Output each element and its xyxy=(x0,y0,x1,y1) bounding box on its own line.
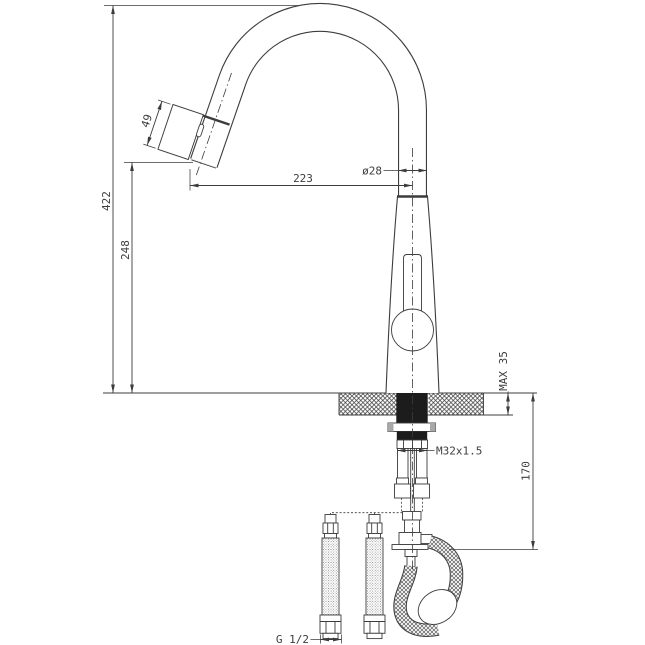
spray-head: 49 xyxy=(137,99,230,169)
spray-head-length-label: 49 xyxy=(139,113,156,130)
lower-fitting-upper xyxy=(404,549,418,557)
body-right-edge xyxy=(426,196,440,394)
hose1-end-cap xyxy=(322,632,339,640)
nozzle-end-edge xyxy=(191,159,217,169)
spray-button xyxy=(196,123,205,138)
coupling-body xyxy=(404,519,420,533)
tee-fitting xyxy=(398,532,422,545)
deck-hatch-left xyxy=(339,393,397,415)
supply-hose-1 xyxy=(319,514,342,640)
hose-thread-label: G 1/2 xyxy=(276,633,309,645)
gooseneck-spout xyxy=(190,2,428,198)
washer-end-right xyxy=(430,423,436,432)
dimension-annotations: 422 248 223 ø28 MAX 35 M32x1.5 170 G 1/2 xyxy=(99,5,538,645)
pulldown-hose-assembly xyxy=(393,535,464,637)
centerlines xyxy=(195,72,413,572)
threaded-shank-lower xyxy=(396,431,428,441)
hose2-end-cap xyxy=(366,632,383,640)
hose-counterweight xyxy=(417,589,458,625)
hose2-ferrule xyxy=(368,514,381,524)
spout-reach-label: 223 xyxy=(293,172,313,185)
connector-neck-right xyxy=(415,477,428,485)
mounting-washer xyxy=(387,422,436,432)
below-deck-depth-label: 170 xyxy=(520,461,533,481)
coupling-nut xyxy=(402,511,422,521)
supply-tube-left xyxy=(397,448,409,479)
connector-neck-left xyxy=(396,477,409,485)
spray-head-axis-centerline xyxy=(195,72,232,177)
connector-block-left xyxy=(394,483,411,499)
hose1-braided-body xyxy=(321,537,340,616)
hose2-bottom-nut xyxy=(363,614,386,634)
hose1-ring xyxy=(324,533,337,539)
center-hose-fittings xyxy=(391,511,433,567)
lower-fitting-stem xyxy=(406,556,416,567)
spout-diameter-label: ø28 xyxy=(362,165,382,178)
connector-block-right xyxy=(413,483,430,499)
hose2-top-nut xyxy=(366,522,383,534)
supply-tubes xyxy=(330,448,430,515)
hose1-ferrule xyxy=(324,514,337,524)
spout-height-label: 248 xyxy=(119,240,132,260)
hose1-nut-facets xyxy=(327,523,334,534)
body-left-edge xyxy=(385,196,399,394)
spout-tube-fill xyxy=(191,4,426,197)
deck-hatch-right xyxy=(428,393,484,415)
spray-head-seam xyxy=(202,114,230,126)
deck-edges xyxy=(338,393,484,415)
supply-tube-right xyxy=(416,448,428,479)
hose2-ring xyxy=(368,533,381,539)
supply-hose-2 xyxy=(363,514,386,640)
hose2-braided-body xyxy=(365,537,384,616)
head-extension-lines xyxy=(143,99,171,149)
overall-height-label: 422 xyxy=(100,191,113,211)
hose-guide-flange xyxy=(391,544,429,550)
washer-end-left xyxy=(388,423,394,432)
hose-thread-extensions xyxy=(320,634,342,644)
hose2-nut-facets xyxy=(371,523,378,534)
max-deck-label: MAX 35 xyxy=(497,351,510,391)
threaded-shank-upper xyxy=(396,392,428,424)
hose1-top-nut xyxy=(322,522,339,534)
counter-deck-section xyxy=(103,392,537,416)
hose1-bottom-nut-lines xyxy=(320,621,341,634)
pulldown-hose-left-braid xyxy=(394,565,440,636)
head-length-dim-line xyxy=(146,101,163,146)
spray-head-outline xyxy=(157,103,204,161)
mount-thread-label: M32x1.5 xyxy=(436,445,482,458)
hose2-bottom-nut-lines xyxy=(364,621,385,634)
hose1-bottom-nut xyxy=(319,614,342,634)
